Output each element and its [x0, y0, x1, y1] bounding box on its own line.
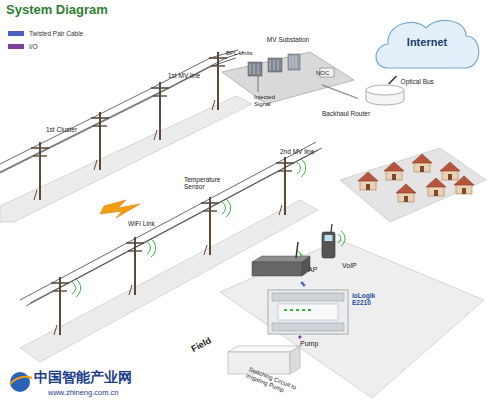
cloud-node: Internet [370, 14, 484, 76]
house [412, 154, 432, 172]
node-text: Backhaul Router [322, 110, 384, 117]
node-text: AP [308, 266, 324, 274]
cylinder-node: Backhaul Router [322, 84, 418, 122]
callout-label: VoIP [342, 262, 366, 270]
transformer-fins [250, 56, 296, 74]
connector-line [299, 336, 301, 338]
house [396, 184, 416, 202]
legend-row: Twisted Pair Cable [8, 30, 83, 37]
callout-label: Field [190, 332, 221, 355]
node-text: MV Substation [248, 36, 328, 43]
wifi-signal [147, 239, 156, 257]
callout-label: 2nd MV line [280, 148, 330, 155]
module-panel [278, 304, 338, 320]
connector-line [301, 282, 305, 286]
callout-label: WiFi Link [128, 220, 168, 227]
iologik-body [268, 290, 348, 334]
power-wire [20, 142, 316, 300]
node-text: ioLogik E2210 [352, 292, 386, 306]
ap-body [252, 262, 302, 276]
terminal-strip [272, 293, 344, 301]
ap-antenna [296, 242, 298, 258]
utility-pole [51, 277, 69, 335]
wifi-link-bolt [100, 200, 140, 218]
field-platform [220, 240, 484, 398]
utility-pole [276, 157, 294, 215]
callout-label: www.zhineng.com.cn [48, 389, 148, 397]
utility-pole [151, 82, 169, 140]
pump-side [290, 346, 300, 374]
wifi-signal [338, 231, 345, 246]
legend-swatch [8, 31, 24, 36]
pump-body [228, 352, 290, 374]
wifi-signal [297, 159, 306, 177]
pump-node: Pump [228, 338, 328, 378]
house [440, 162, 460, 180]
phone-antenna [331, 224, 332, 232]
platform-node: MV Substation [218, 36, 358, 108]
connector-line [322, 85, 358, 99]
node-text: Internet [370, 36, 484, 48]
phone-screen [325, 235, 333, 241]
house [384, 162, 404, 180]
noc-box [320, 68, 334, 77]
power-wire [0, 50, 238, 164]
terminal-strip [272, 323, 344, 331]
callout-label: 1st MV line [168, 72, 218, 79]
callout-label: 中国智能产业网 [34, 370, 164, 385]
legend-swatch [8, 44, 24, 49]
callout-label: BPL Units [226, 50, 266, 57]
utility-pole [209, 52, 227, 110]
houses-platform [340, 148, 486, 222]
diagram-title: System Diagram [6, 3, 108, 17]
utility-pole [91, 112, 109, 170]
node-outline [218, 36, 358, 108]
substation-platform [222, 52, 354, 104]
voip-phone [322, 232, 335, 258]
node-text: Pump [300, 340, 328, 348]
callout-label: 1st Cluster [46, 126, 90, 133]
utility-pole [31, 142, 49, 200]
router-top [366, 85, 404, 95]
pump-top [228, 346, 300, 352]
legend-text: I/O [29, 43, 38, 50]
logo-swoosh [10, 377, 32, 384]
power-wire [0, 52, 244, 172]
legend-row: I/O [8, 43, 38, 50]
ap-top [252, 256, 310, 262]
ap-node: AP [250, 250, 324, 282]
status-leds [284, 309, 311, 311]
iologik-node: ioLogik E2210 [268, 286, 386, 336]
utility-pole [201, 197, 219, 255]
house [358, 172, 378, 190]
callout-label: Temperature Sensor [184, 176, 228, 190]
connector-label: Optical Bus [401, 78, 434, 85]
legend-text: Twisted Pair Cable [29, 30, 83, 37]
power-wire [0, 58, 236, 173]
wifi-signal [72, 279, 81, 297]
house [454, 176, 474, 194]
wifi-signal [222, 199, 231, 217]
power-wire [26, 150, 318, 306]
injected-signal-line [258, 76, 259, 92]
connector-line [389, 76, 397, 84]
house [426, 178, 446, 196]
utility-pole [126, 237, 144, 295]
